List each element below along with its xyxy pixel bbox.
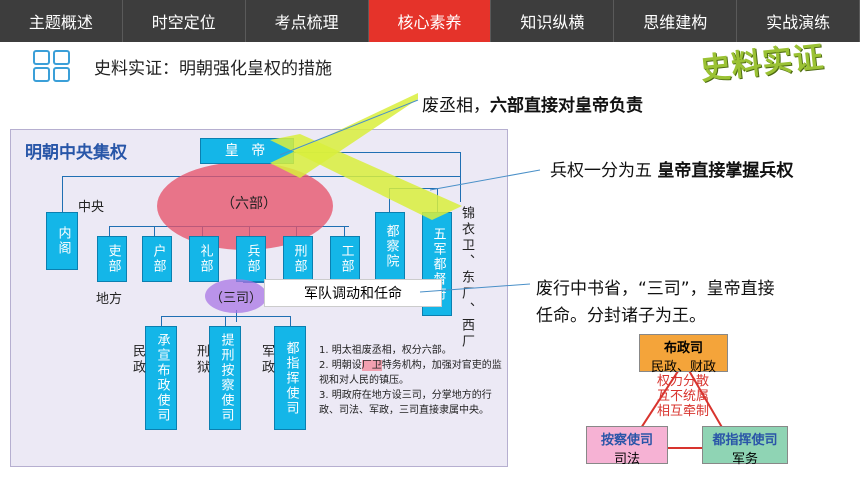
buzhengsi-box: 布政司 民政、财政 (639, 334, 728, 375)
box-title: 都指挥使司 (712, 433, 778, 448)
annotation-line: 任命。分封诸子为王。 (536, 306, 706, 326)
center-line: 相互牵制 (656, 404, 709, 419)
central-power-diagram: 明朝中央集权 （六部） 皇 帝 中央 地方 内阁 吏部 户部 礼部 兵部 刑部 … (10, 129, 508, 467)
sansi-ellipse: （三司） (205, 279, 267, 313)
power-center: 权力分散 互不统属 相互牵制 (648, 374, 718, 419)
ministry-box: 工部 (330, 236, 360, 282)
note-line: 1. 明太祖废丞相，权分六部。 (319, 345, 452, 356)
central-label: 中央 (78, 200, 105, 215)
provincial-label: 刑狱 (194, 344, 209, 376)
provincial-box: 提刑按察使司 (209, 326, 241, 430)
box-sub: 军务 (731, 452, 758, 467)
note-line: 3. 明政府在地方设三司，分掌地方的行政、司法、军政，三司直接隶属中央。 (319, 390, 492, 416)
annotation-3: 废行中书省，“三司”，皇帝直接 任命。分封诸子为王。 (536, 276, 775, 330)
duzhihuishisi-box: 都指挥使司 军务 (702, 426, 788, 467)
ministry-box: 兵部 (236, 236, 266, 282)
provincial-box: 都指挥使司 (274, 326, 306, 430)
annotation-1: 废丞相，六部直接对皇帝负责 (422, 91, 643, 116)
center-line: 权力分散 (656, 374, 709, 389)
six-ministries-ellipse (157, 162, 333, 250)
annotation-text: 废丞相， (422, 96, 490, 116)
tab-knowledge[interactable]: 知识纵横 (491, 0, 615, 42)
diagram-notes: 1. 明太祖废丞相，权分六部。 2. 明朝设厂卫特务机构，加强对官吏的监视和对人… (319, 343, 504, 418)
tab-time-space[interactable]: 时空定位 (123, 0, 246, 42)
provincial-label: 军政 (259, 344, 274, 376)
annotation-line: 废行中书省，“三司”，皇帝直接 (536, 279, 775, 299)
note-highlight: 厂卫 (361, 360, 382, 371)
note-line: 2. 明朝设厂卫特务机构，加强对官吏的监视和对人民的镇压。 (319, 358, 504, 388)
military-callout: 军队调动和任命 (264, 279, 442, 307)
tab-thinking[interactable]: 思维建构 (614, 0, 738, 42)
highlight-arrow (270, 134, 462, 220)
page-subtitle: 史料实证：明朝强化皇权的措施 (94, 59, 332, 79)
ministry-box: 吏部 (97, 236, 127, 282)
tab-overview[interactable]: 主题概述 (0, 0, 123, 42)
neige-box: 内阁 (46, 212, 78, 270)
annotation-text: 兵权一分为五 (550, 161, 658, 181)
center-line: 互不统属 (656, 389, 709, 404)
provincial-label: 民政 (130, 344, 145, 376)
anchasi-box: 按察使司 司法 (586, 426, 668, 467)
annotation-2: 兵权一分为五 皇帝直接掌握兵权 (550, 156, 793, 181)
duchayuan-box: 都察院 (375, 212, 405, 280)
box-title: 按察使司 (600, 433, 653, 448)
local-label: 地方 (96, 292, 123, 307)
annotation-bold: 皇帝直接掌握兵权 (657, 161, 794, 181)
tab-exam-points[interactable]: 考点梳理 (246, 0, 369, 42)
tab-core-literacy[interactable]: 核心素养 (368, 0, 492, 42)
jinyiwei-label: 锦衣卫、东厂、西厂 (459, 206, 474, 350)
box-title: 布政司 (663, 341, 703, 356)
ministry-box: 户部 (142, 236, 172, 282)
top-nav: 主题概述 时空定位 考点梳理 核心素养 知识纵横 思维建构 实战演练 (0, 0, 860, 42)
connector-line (429, 169, 541, 191)
diagram-title: 明朝中央集权 (25, 143, 127, 163)
annotation-bold: 六部直接对皇帝负责 (490, 96, 643, 116)
grid-icon (33, 50, 75, 84)
connector-line (279, 99, 419, 156)
connector-line (419, 283, 531, 293)
six-ministries-label: （六部） (221, 196, 277, 212)
provincial-box: 承宣布政使司 (145, 326, 177, 430)
ministry-box: 礼部 (189, 236, 219, 282)
box-sub: 民政、财政 (650, 360, 716, 375)
note-text: 特务机构，加强对官吏的监视和对人民的镇压。 (319, 360, 502, 386)
note-text: 2. 明朝设 (319, 360, 362, 371)
box-sub: 司法 (613, 452, 640, 467)
